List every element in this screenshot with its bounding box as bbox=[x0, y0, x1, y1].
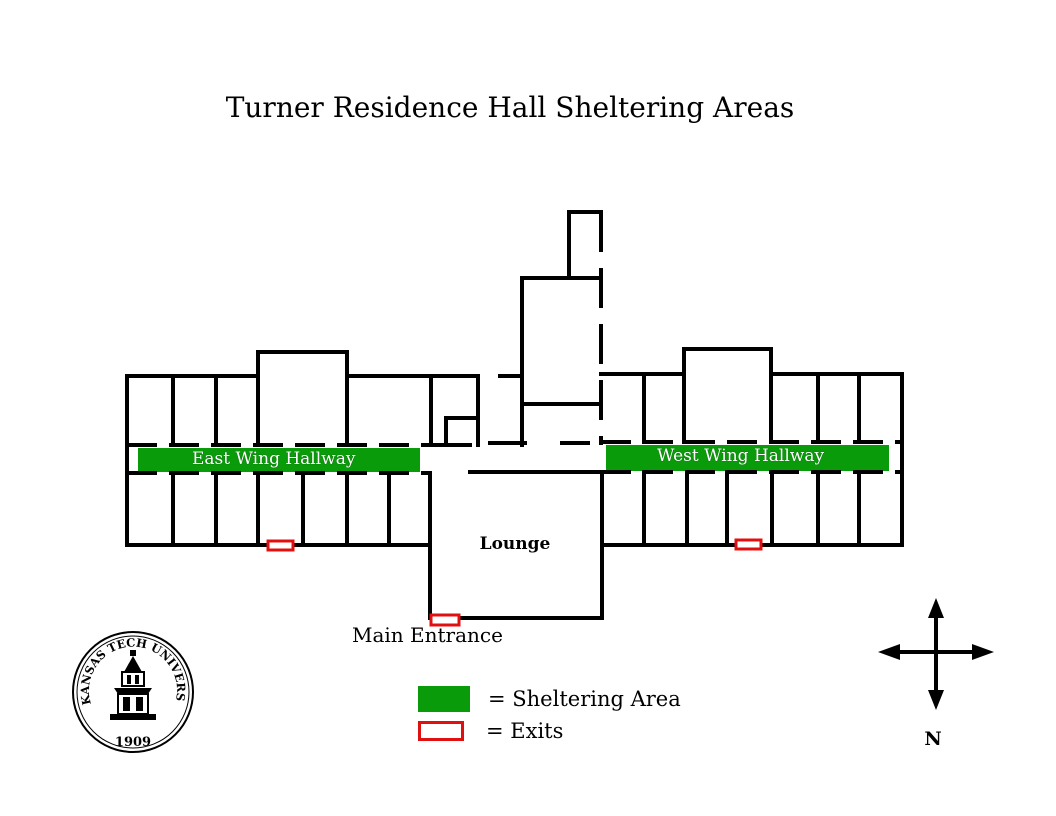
page-title: Turner Residence Hall Sheltering Areas bbox=[225, 91, 795, 124]
exit-west-wing bbox=[734, 538, 763, 551]
exit-east-wing bbox=[266, 539, 295, 552]
exit-main-entrance bbox=[429, 613, 461, 627]
university-seal-icon: ARKANSAS TECH UNIVERSITY 1909 bbox=[68, 630, 194, 753]
north-label: N bbox=[924, 728, 942, 750]
seal-year: 1909 bbox=[115, 735, 151, 750]
sheltering-swatch bbox=[418, 686, 470, 712]
east-wing-hallway-label: East Wing Hallway bbox=[192, 449, 356, 469]
lounge-label: Lounge bbox=[479, 534, 551, 554]
legend-sheltering: = Sheltering Area bbox=[418, 684, 681, 714]
walls bbox=[125, 210, 904, 620]
legend-sheltering-label: = Sheltering Area bbox=[488, 687, 681, 711]
west-wing-sheltering-area bbox=[606, 445, 889, 471]
main-entrance-label: Main Entrance bbox=[352, 623, 503, 647]
east-wing-sheltering-area bbox=[138, 448, 420, 472]
legend-exits: = Exits bbox=[418, 716, 563, 746]
exit-swatch bbox=[418, 721, 464, 741]
west-wing-hallway-label: West Wing Hallway bbox=[657, 446, 825, 466]
compass-arrows-icon bbox=[878, 598, 994, 710]
legend-exits-label: = Exits bbox=[486, 719, 564, 743]
